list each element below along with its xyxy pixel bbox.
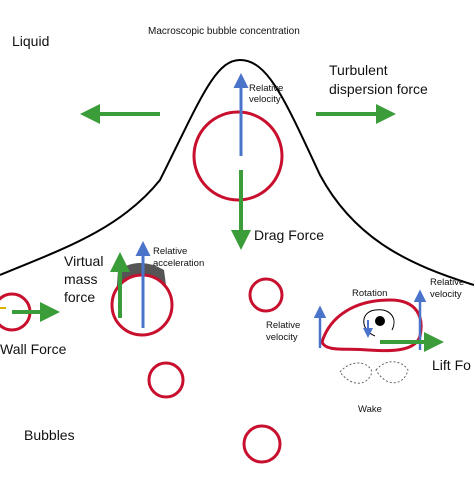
relative-velocity-top-label-2: velocity	[249, 94, 281, 105]
relative-accel-label-2: acceleration	[153, 258, 204, 269]
concentration-curve	[0, 58, 474, 286]
large-bubble	[192, 110, 284, 202]
virtual-label-3: force	[64, 289, 95, 305]
small-bubble-2	[147, 361, 185, 399]
rotation-dot	[375, 316, 385, 326]
relative-velocity-left-label-2: velocity	[266, 332, 298, 343]
turbulent-label-1: Turbulent	[329, 62, 388, 78]
relative-velocity-lift-label-1: Relative	[430, 277, 464, 288]
wall-force-label: Wall Force	[0, 341, 67, 357]
bubbles-label: Bubbles	[24, 427, 75, 443]
wake-right	[375, 361, 409, 384]
relative-accel-label-1: Relative	[153, 246, 187, 257]
rotation-label: Rotation	[352, 288, 387, 299]
lift-force-label: Lift Fo	[432, 357, 471, 373]
wake-left	[339, 362, 373, 384]
relative-velocity-top-label-1: Relative	[249, 83, 283, 94]
relative-velocity-lift-label-2: velocity	[430, 289, 462, 300]
virtual-label-2: mass	[64, 271, 97, 287]
virtual-label-1: Virtual	[64, 253, 103, 269]
drag-label: Drag Force	[254, 227, 324, 243]
liquid-label: Liquid	[12, 33, 49, 49]
chart-title: Macroscopic bubble concentration	[148, 26, 300, 37]
wake-label: Wake	[358, 404, 382, 415]
small-bubble-1	[248, 277, 284, 313]
small-bubble-3	[242, 424, 282, 464]
turbulent-label-2: dispersion force	[329, 81, 428, 97]
relative-velocity-left-label-1: Relative	[266, 320, 300, 331]
